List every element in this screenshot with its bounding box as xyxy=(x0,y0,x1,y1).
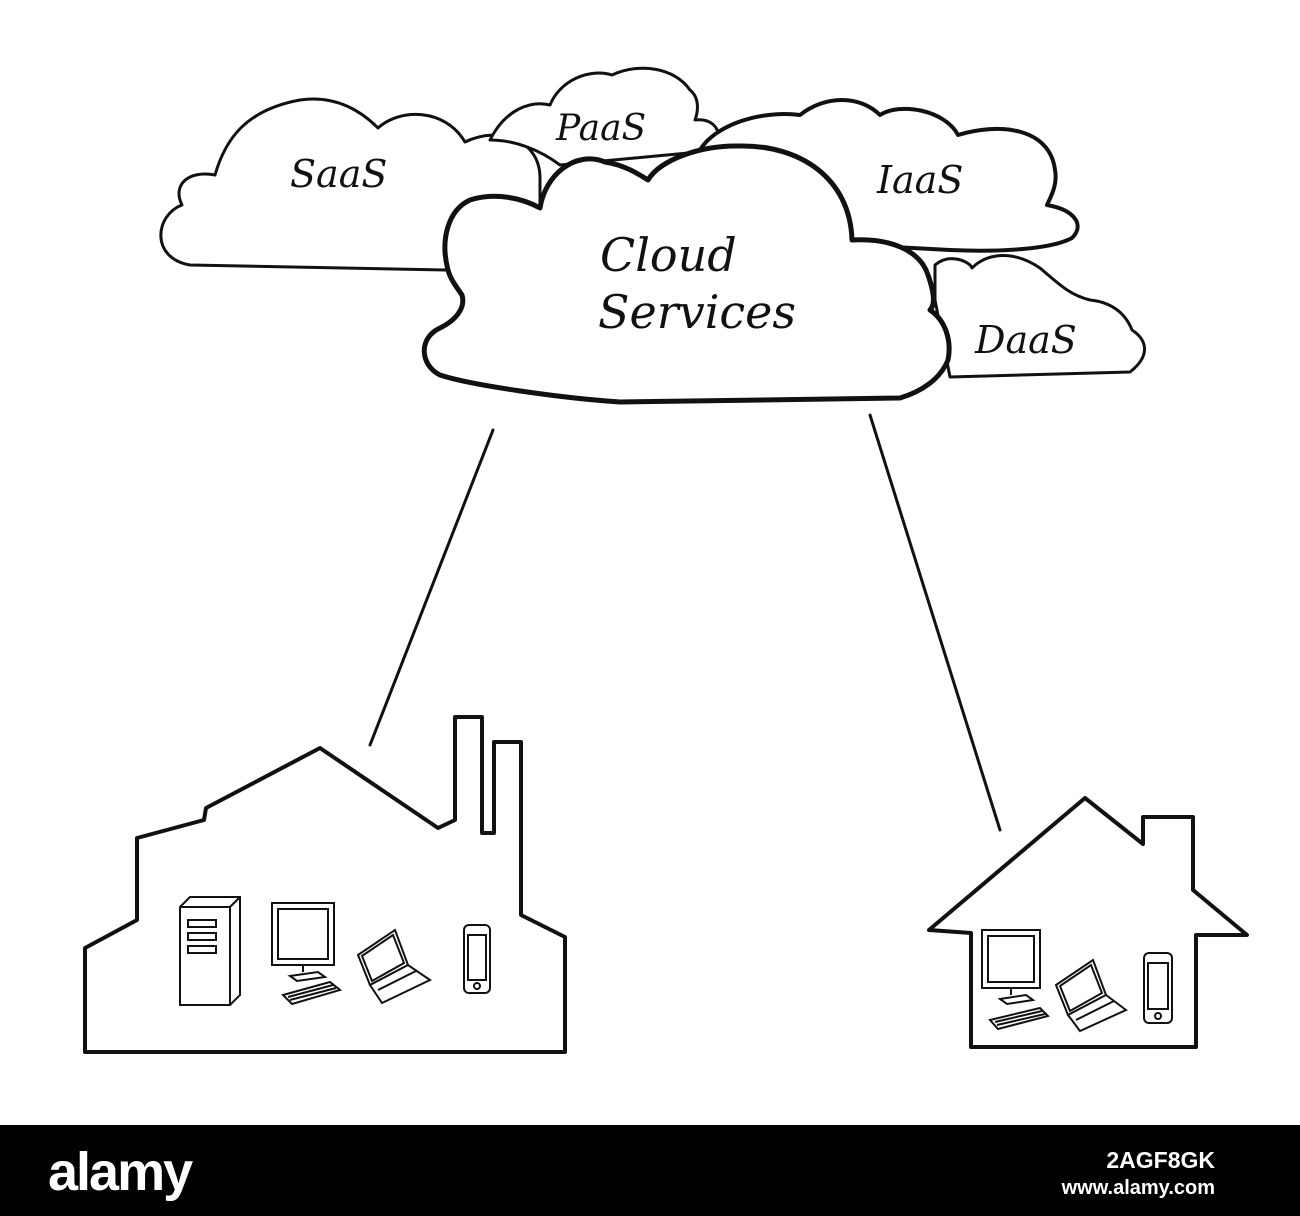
laptop-icon xyxy=(356,928,432,1005)
keyboard-icon xyxy=(988,1006,1050,1031)
factory-building-icon xyxy=(83,715,567,1054)
daas-cloud-shape xyxy=(933,253,1146,379)
keyboard-icon xyxy=(281,980,343,1006)
smartphone-icon xyxy=(463,924,491,994)
connector-line-right xyxy=(868,413,1002,832)
desktop-monitor-icon xyxy=(271,902,335,983)
paas-label: PaaS xyxy=(556,108,647,149)
iaas-label: IaaS xyxy=(877,158,964,202)
house-icon xyxy=(927,796,1249,1049)
saas-label: SaaS xyxy=(290,152,388,196)
watermark-url: www.alamy.com xyxy=(1061,1177,1215,1199)
smartphone-icon xyxy=(1143,952,1173,1024)
daas-label: DaaS xyxy=(975,318,1077,362)
main-cloud-label-line2: Services xyxy=(598,285,797,339)
main-cloud-shape xyxy=(421,143,952,405)
paas-cloud-shape xyxy=(488,66,722,167)
connector-line-left xyxy=(368,428,495,747)
watermark-bar: alamy 2AGF8GK www.alamy.com xyxy=(0,1125,1300,1216)
image-code: 2AGF8GK xyxy=(1106,1147,1215,1173)
desktop-monitor-icon xyxy=(981,929,1041,1006)
diagram-canvas: SaaS PaaS IaaS DaaS Cloud Services xyxy=(83,66,1249,1054)
main-cloud-label-line1: Cloud xyxy=(600,228,737,282)
server-tower-icon xyxy=(179,896,241,1006)
laptop-icon xyxy=(1054,958,1128,1033)
diagram-svg xyxy=(83,66,1249,1054)
alamy-logo: alamy xyxy=(48,1142,193,1202)
